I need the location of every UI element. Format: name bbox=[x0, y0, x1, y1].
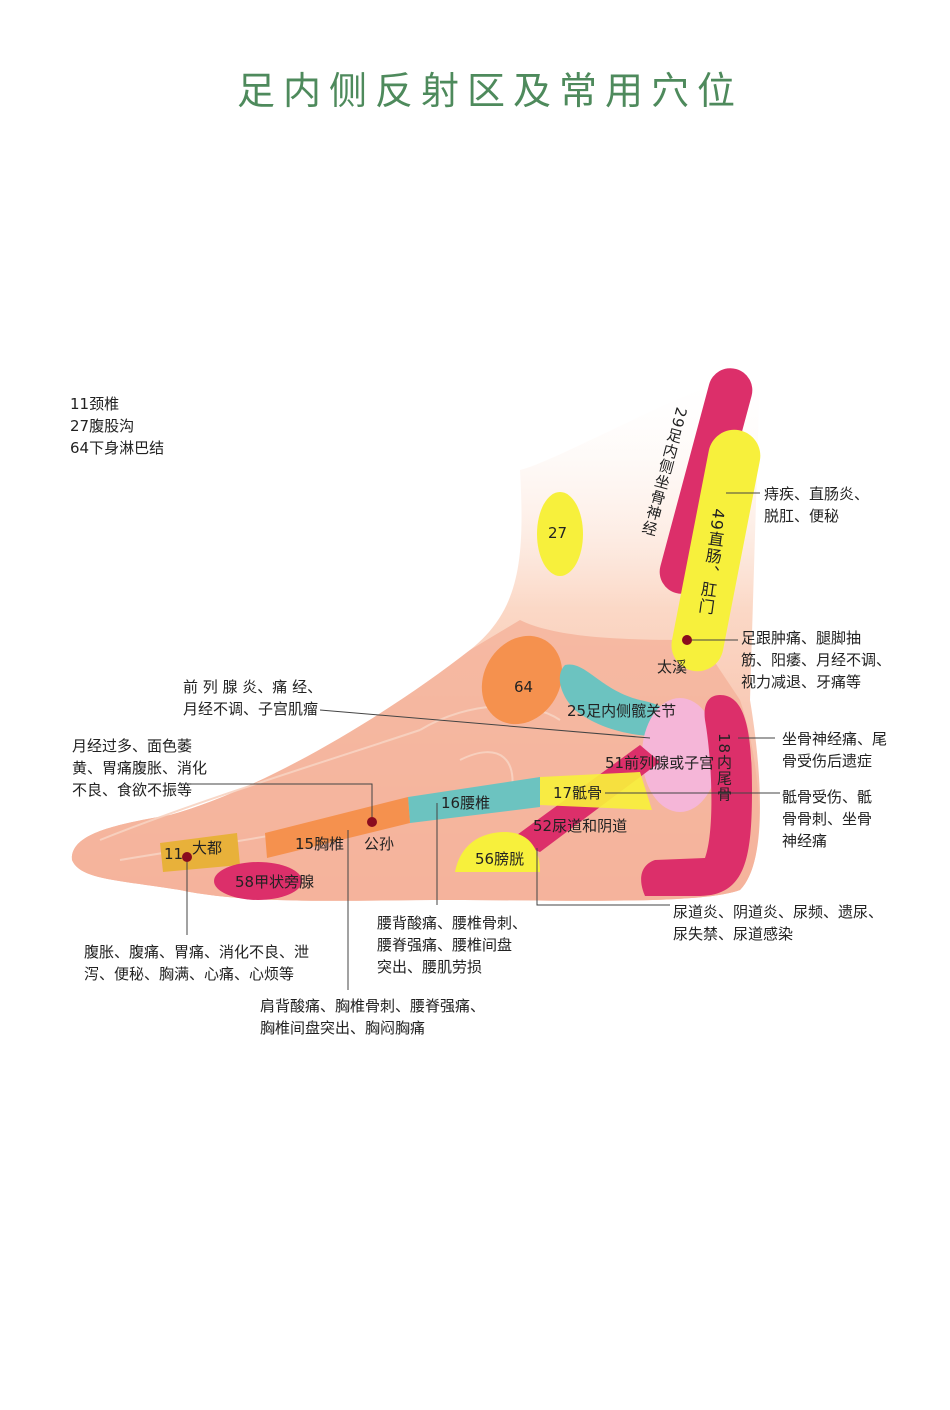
legend-item: 64下身淋巴结 bbox=[70, 439, 165, 457]
zone-15-shape bbox=[265, 797, 410, 858]
zone-11-shape bbox=[160, 833, 240, 872]
legend: 11颈椎 27腹股沟 64下身淋巴结 bbox=[70, 393, 164, 459]
zone-56-label: 56膀胱 bbox=[475, 850, 525, 868]
zone-49-shape bbox=[671, 429, 761, 672]
note-prostate: 前 列 腺 炎、痛 经、月经不调、子宫肌瘤 bbox=[183, 678, 323, 718]
acupoint-taixi-label: 太溪 bbox=[657, 658, 688, 676]
zone-64-label: 64 bbox=[514, 678, 534, 696]
legend-item: 27腹股沟 bbox=[70, 417, 135, 435]
note-coccyx: 坐骨神经痛、尾骨受伤后遗症 bbox=[782, 730, 888, 770]
note-taixi: 足跟肿痛、腿脚抽筋、阳痿、月经不调、视力减退、牙痛等 bbox=[741, 629, 892, 691]
zone-27-label: 27 bbox=[548, 524, 568, 542]
zone-18-shape bbox=[641, 695, 752, 896]
zone-18-label: 18内尾骨 bbox=[715, 733, 733, 803]
note-dadu: 腹胀、腹痛、胃痛、消化不良、泄泻、便秘、胸满、心痛、心烦等 bbox=[84, 943, 310, 983]
zone-15-label: 15胸椎 bbox=[295, 835, 345, 853]
zone-51-label: 51前列腺或子宫 bbox=[605, 754, 715, 772]
zone-51-shape bbox=[642, 698, 718, 812]
acupoint-gongsun-label: 公孙 bbox=[364, 835, 395, 853]
page-title: 足内侧反射区及常用穴位 bbox=[236, 69, 743, 113]
zone-11-label: 11 bbox=[164, 845, 184, 863]
dadu-point-icon bbox=[182, 852, 192, 862]
zone-64-shape bbox=[481, 635, 563, 725]
zone-52-label: 52尿道和阴道 bbox=[533, 817, 628, 835]
note-lumbar: 腰背酸痛、腰椎骨刺、腰脊强痛、腰椎间盘突出、腰肌劳损 bbox=[377, 914, 528, 976]
reflex-zones bbox=[160, 368, 761, 900]
zone-58-shape bbox=[214, 862, 302, 900]
acupoint-dadu-label: 大都 bbox=[192, 839, 223, 857]
zone-16-label: 16腰椎 bbox=[441, 794, 491, 812]
zone-17-label: 17骶骨 bbox=[553, 784, 603, 802]
zone-17-shape bbox=[540, 772, 652, 810]
note-rectum: 痔疾、直肠炎、脱肛、便秘 bbox=[764, 485, 870, 525]
zone-16-shape bbox=[408, 777, 540, 823]
legend-item: 11颈椎 bbox=[70, 395, 120, 413]
taixi-point-icon bbox=[682, 635, 692, 645]
note-sacrum: 骶骨受伤、骶骨骨刺、坐骨神经痛 bbox=[782, 788, 873, 850]
zone-56-shape bbox=[455, 832, 540, 872]
leader-lines bbox=[186, 492, 780, 990]
zone-27-shape bbox=[537, 492, 583, 576]
zone-25-label: 25足内侧髋关节 bbox=[567, 702, 677, 720]
zone-25-shape bbox=[559, 664, 680, 737]
note-thoracic: 肩背酸痛、胸椎骨刺、腰脊强痛、胸椎间盘突出、胸闷胸痛 bbox=[260, 997, 486, 1037]
gongsun-point-icon bbox=[367, 817, 377, 827]
note-urethra: 尿道炎、阴道炎、尿频、遗尿、尿失禁、尿道感染 bbox=[673, 903, 884, 943]
note-gongsun: 月经过多、面色萎黄、胃痛腹胀、消化不良、食欲不振等 bbox=[72, 737, 208, 799]
zone-58-label: 58甲状旁腺 bbox=[235, 873, 315, 891]
